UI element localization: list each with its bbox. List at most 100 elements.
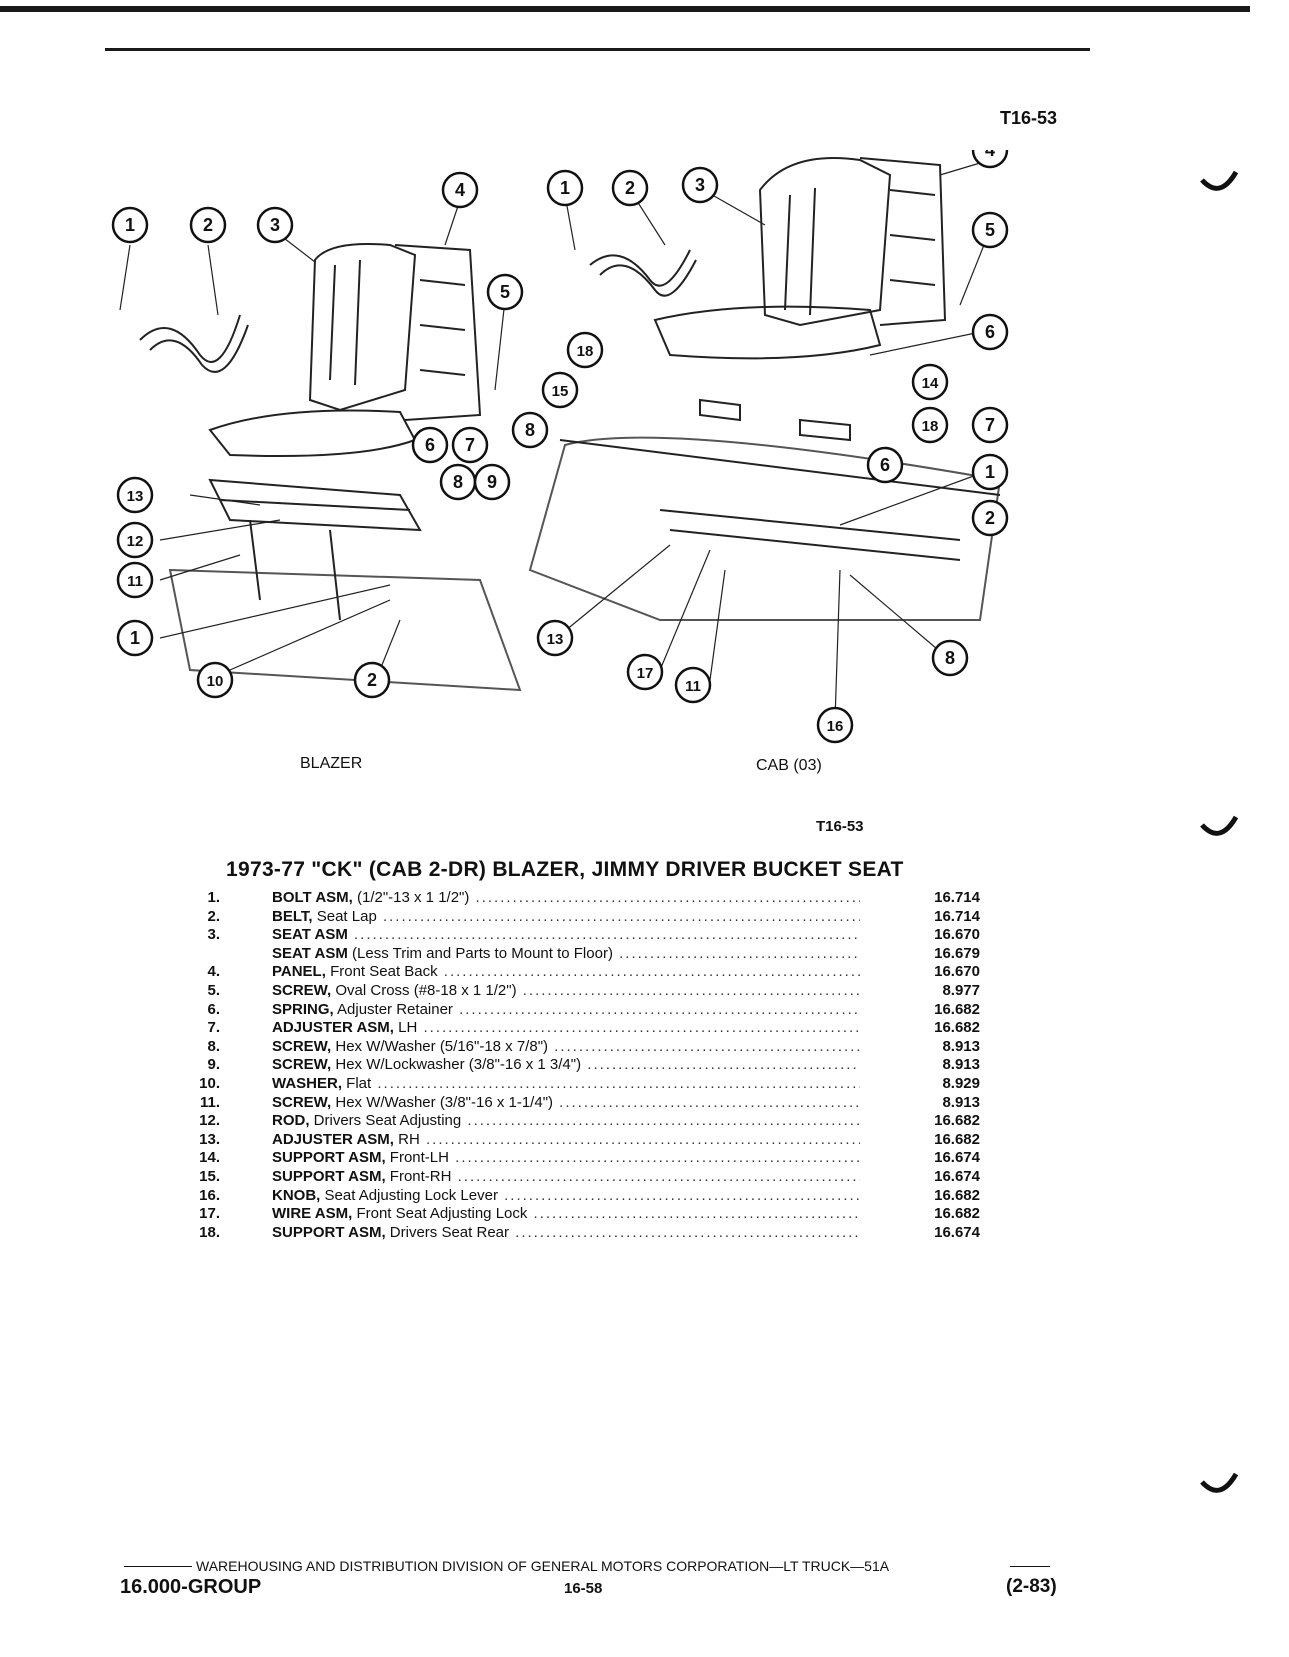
part-name: SUPPORT ASM, [272, 1149, 386, 1167]
callout-circle [411, 426, 449, 464]
part-number: 16. [199, 1186, 220, 1204]
parts-list-row: 10.WASHER, Flat ........................… [190, 1075, 980, 1094]
callout-number: 11 [127, 573, 143, 590]
leader-dots: ........................................… [467, 1112, 860, 1130]
callout-circle [116, 619, 154, 657]
binder-hook-mark [1200, 815, 1239, 836]
part-name: BELT, [272, 907, 313, 925]
parts-list-row: 2.BELT, Seat Lap .......................… [190, 908, 980, 927]
parts-list-row: 16.KNOB, Seat Adjusting Lock Lever .....… [190, 1187, 980, 1206]
group-number: 16.682 [934, 1130, 980, 1148]
callout-number: 12 [127, 533, 144, 550]
part-number: 2. [207, 907, 220, 925]
parts-list-row: 18.SUPPORT ASM, Drivers Seat Rear ......… [190, 1224, 980, 1243]
part-number: 15. [199, 1167, 220, 1185]
group-number: 16.674 [934, 1149, 980, 1167]
part-name: SEAT ASM [272, 944, 348, 962]
part-description: SEAT ASM (Less Trim and Parts to Mount t… [272, 945, 860, 964]
part-detail: (Less Trim and Parts to Mount to Floor) [347, 944, 613, 962]
group-number: 16.674 [934, 1167, 980, 1185]
group-number: 16.682 [934, 1019, 980, 1037]
callout-circle [546, 169, 584, 207]
callout-circle [196, 661, 234, 699]
group-number: 16.682 [934, 1205, 980, 1223]
parts-list-row: 1.BOLT ASM, (1/2"-13 x 1 1/2") .........… [190, 889, 980, 908]
part-description: SUPPORT ASM, Front-RH ..................… [272, 1168, 860, 1187]
callout-circle [189, 206, 227, 244]
part-name: ADJUSTER ASM, [272, 1130, 394, 1148]
leader-dots: ........................................… [425, 1130, 860, 1148]
leader-dots: ........................................… [377, 1074, 860, 1092]
callout-number: 13 [547, 631, 564, 648]
part-number: 6. [207, 1000, 220, 1018]
callout-number: 5 [500, 282, 510, 302]
parts-list-row: 17.WIRE ASM, Front Seat Adjusting Lock .… [190, 1205, 980, 1224]
callout-circle [971, 313, 1009, 351]
callout-circle [116, 476, 154, 514]
group-number: 8.913 [942, 1037, 980, 1055]
group-number: 8.977 [942, 981, 980, 999]
callout-number: 5 [985, 220, 995, 240]
part-description: SUPPORT ASM, Drivers Seat Rear .........… [272, 1224, 860, 1243]
leader-dots: ........................................… [459, 1000, 860, 1018]
part-detail: Seat Lap [312, 907, 377, 925]
part-detail: Adjuster Retainer [333, 1000, 453, 1018]
parts-list-row: 4.PANEL, Front Seat Back ...............… [190, 963, 980, 982]
callout-circle [536, 619, 574, 657]
part-detail: Drivers Seat Rear [385, 1223, 509, 1241]
part-detail: Seat Adjusting Lock Lever [320, 1186, 498, 1204]
parts-list-row: 13.ADJUSTER ASM, RH ....................… [190, 1131, 980, 1150]
binder-hook-mark [1200, 170, 1239, 191]
callout-number: 2 [985, 508, 995, 528]
parts-list-row: 15. SUPPORT ASM, Front-RH ...............… [190, 1168, 980, 1187]
parts-list-row: SEAT ASM (Less Trim and Parts to Mount t… [190, 945, 980, 964]
top-border-rule [0, 6, 1250, 12]
part-number: 4. [207, 963, 220, 981]
blazer-seat-illustration [139, 243, 522, 692]
callout-number: 1 [130, 628, 140, 648]
callout-number: 8 [453, 472, 463, 492]
callout-number: 15 [552, 383, 569, 400]
footer-division-text: WAREHOUSING AND DISTRIBUTION DIVISION OF… [196, 1558, 890, 1574]
part-detail: LH [393, 1019, 418, 1037]
part-description: WASHER, Flat ...........................… [272, 1075, 860, 1094]
part-description: SEAT ASM ...............................… [272, 926, 860, 945]
callout-number: 3 [270, 215, 280, 235]
footer-rule-right [1010, 1566, 1050, 1567]
part-name: SEAT ASM [272, 926, 348, 944]
callout-circle [816, 706, 854, 744]
part-name: WASHER, [272, 1074, 343, 1092]
parts-list-row: 3.SEAT ASM .............................… [190, 926, 980, 945]
parts-list: 1.BOLT ASM, (1/2"-13 x 1 1/2") .........… [190, 889, 980, 1242]
parts-list-row: 12.ROD, Drivers Seat Adjusting .........… [190, 1112, 980, 1131]
part-description: ROD, Drivers Seat Adjusting ............… [272, 1112, 860, 1131]
group-number: 16.682 [934, 1186, 980, 1204]
parts-list-title: 1973-77 "CK" (CAB 2-DR) BLAZER, JIMMY DR… [226, 858, 904, 881]
leader-dots: ........................................… [455, 1149, 860, 1167]
group-number: 16.674 [934, 1223, 980, 1241]
footer-division: WAREHOUSING AND DISTRIBUTION DIVISION OF… [124, 1558, 889, 1574]
leader-dots: ........................................… [443, 963, 860, 981]
callout-circle [486, 273, 524, 311]
leader-dots: ........................................… [554, 1037, 860, 1055]
footer-rule-left [124, 1566, 192, 1567]
part-name: ROD, [272, 1112, 310, 1130]
callout-circle [681, 166, 719, 204]
group-number: 16.682 [934, 1112, 980, 1130]
callout-circle [911, 363, 949, 401]
header-rule [105, 48, 1090, 51]
part-description: BOLT ASM, (1/2"-13 x 1 1/2") ...........… [272, 889, 860, 908]
leader-dots: ........................................… [559, 1093, 860, 1111]
leader-dots: ........................................… [619, 944, 860, 962]
callout-number: 6 [880, 455, 890, 475]
part-detail: Front Seat Back [325, 963, 438, 981]
callout-circle [541, 371, 579, 409]
callout-number: 7 [465, 435, 475, 455]
callout-circle [626, 653, 664, 691]
part-number: 9. [207, 1056, 220, 1074]
callout-circle [353, 661, 391, 699]
callout-number: 11 [685, 678, 701, 695]
footer-date: (2-83) [1006, 1576, 1057, 1597]
